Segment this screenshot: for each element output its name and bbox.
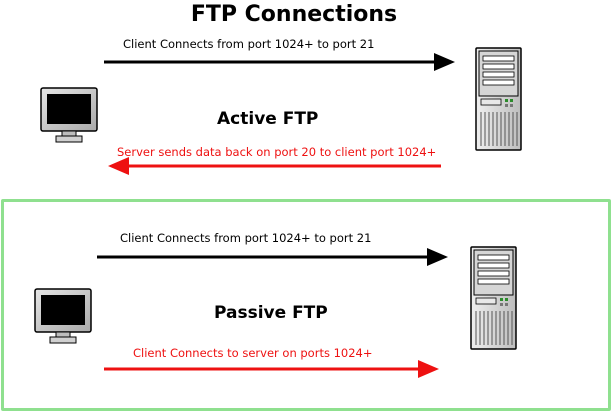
passive-server-tower-icon (470, 246, 517, 350)
passive-client-to-server-arrow (97, 248, 448, 266)
active-server-to-client-arrow (108, 157, 441, 175)
active-client-connect-label: Client Connects from port 1024+ to port … (123, 37, 375, 51)
passive-client-data-label: Client Connects to server on ports 1024+ (133, 346, 373, 360)
passive-ftp-heading: Passive FTP (214, 303, 328, 323)
active-ftp-heading: Active FTP (217, 109, 319, 129)
passive-ftp-section (1, 199, 611, 411)
active-client-computer-icon (40, 87, 98, 143)
passive-client-computer-icon (34, 288, 92, 344)
passive-client-connect-label: Client Connects from port 1024+ to port … (120, 231, 372, 245)
passive-client-data-arrow (104, 360, 439, 378)
diagram-title: FTP Connections (190, 2, 398, 27)
active-client-to-server-arrow (104, 53, 455, 71)
active-server-data-label: Server sends data back on port 20 to cli… (117, 145, 437, 159)
active-server-tower-icon (475, 47, 522, 151)
